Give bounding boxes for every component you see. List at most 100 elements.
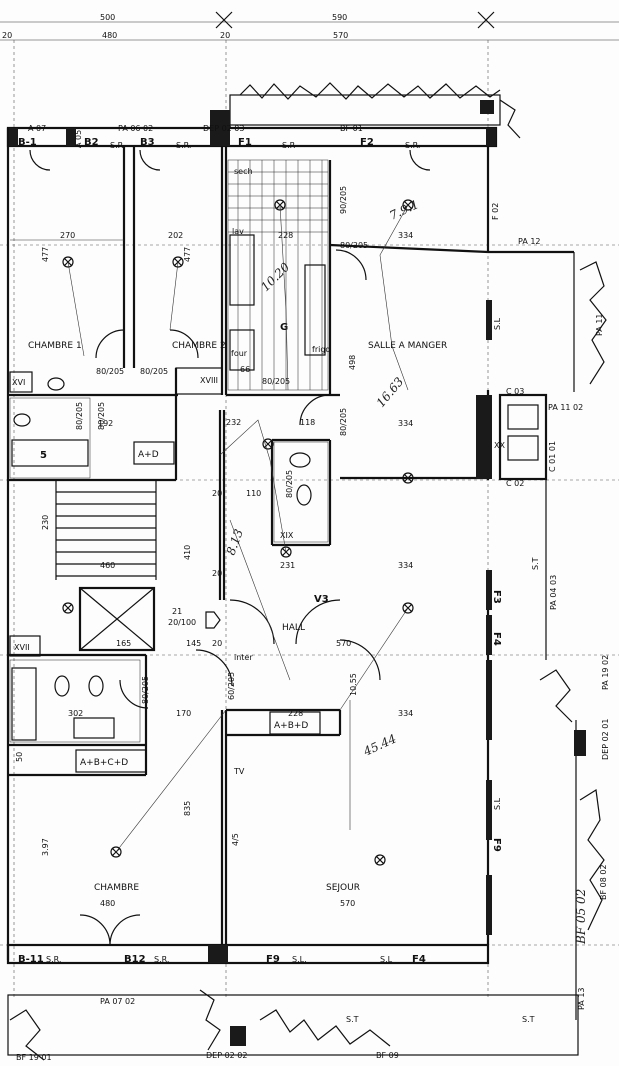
door-k: 80/205 — [97, 402, 106, 430]
dim-477b: 477 — [183, 247, 192, 262]
label-f02: F 02 — [491, 203, 500, 220]
label-st1: S.T — [531, 557, 540, 570]
code-f4-bottom: F4 — [412, 954, 426, 965]
dim-20b: 20 — [212, 569, 222, 578]
dim-590: 590 — [332, 13, 347, 22]
code-f9-bottom: F9 — [266, 954, 280, 965]
label-pa13: PA 13 — [577, 987, 586, 1010]
axis-mark-2 — [477, 11, 495, 29]
dim-202: 202 — [168, 231, 183, 240]
code-b3: B3 — [140, 137, 155, 148]
code-f1: F1 — [238, 137, 252, 148]
code-sl3: S.L. — [292, 955, 307, 964]
dim-410: 410 — [183, 545, 192, 560]
label-tv: TV — [233, 767, 245, 776]
label-f4: F4 — [491, 632, 502, 646]
dim-480: 480 — [102, 31, 117, 40]
code-sl4: S.L — [380, 955, 393, 964]
code-a05: A 05 — [74, 130, 83, 148]
bathroom-lower: XVII A+B+C+D A+B+D — [9, 635, 321, 773]
light-fixture-11 — [262, 438, 274, 450]
dim-231: 231 — [280, 561, 295, 570]
door-j: 80/205 — [285, 470, 294, 498]
dim-460: 460 — [100, 561, 115, 570]
label-bf0502: BF 05 02 — [574, 889, 588, 945]
label-21: 21 — [172, 607, 182, 616]
label-inter: inter — [234, 653, 253, 662]
door-a: 80/205 — [96, 367, 124, 376]
dimensions: 270 202 228 334 334 334 334 477 477 498 … — [10, 231, 413, 908]
label-c02: C 02 — [506, 479, 524, 488]
label-g: G — [280, 322, 288, 333]
dim-570a: 570 — [336, 639, 351, 648]
code-b12: B12 — [124, 954, 146, 965]
room-hall: HALL — [282, 623, 305, 633]
code-f2: F2 — [360, 137, 374, 148]
dim-835: 835 — [183, 801, 192, 816]
label-pa1102: PA 11 02 — [548, 403, 583, 412]
dim-50: 50 — [15, 752, 24, 762]
dim-20a: 20 — [212, 489, 222, 498]
interior-walls — [8, 146, 574, 945]
kitchen-tiles: sech lav four frigo G 66 — [227, 159, 330, 391]
dim-334d: 334 — [398, 709, 413, 718]
wiring — [67, 204, 409, 853]
dim-570b: 570 — [340, 899, 355, 908]
code-bf01: BF 01 — [340, 124, 363, 133]
label-a-d: A+D — [138, 450, 159, 460]
label-st3: S.T — [522, 1015, 535, 1024]
door-f: 80/205 — [339, 408, 348, 436]
label-xix: XIX — [280, 531, 294, 540]
label-sl1: S.L — [493, 317, 502, 330]
label-dep0201: DEP 02 01 — [601, 719, 610, 760]
stair: 21 20/100 — [55, 480, 221, 652]
code-a07: A 07 — [28, 124, 46, 133]
label-bf0802: BF 08 02 — [599, 864, 608, 900]
room-chambre: CHAMBRE — [94, 883, 139, 893]
label-lav: lav — [232, 227, 244, 236]
facade-bottom: B-11 S.R. B12 S.R. F9 S.L. S.L F4 PA 07 … — [7, 954, 579, 1062]
code-sr3: S.R — [282, 141, 296, 150]
dim-232: 232 — [226, 418, 241, 427]
label-xvii: XVII — [14, 643, 30, 652]
label-20-100: 20/100 — [168, 618, 196, 627]
code-b1: B-1 — [18, 137, 37, 148]
right-facade: XX C 03 PA 11 02 C 01 01 C 02 PA 12 F 02… — [476, 203, 610, 1020]
dim-498: 498 — [348, 355, 357, 370]
dim-397: 3.97 — [41, 838, 50, 856]
label-xvi: XVI — [12, 378, 25, 387]
code-sr6: S.R. — [154, 955, 169, 964]
room-salle-a-manger: SALLE A MANGER — [368, 341, 447, 351]
label-f9: F9 — [491, 838, 502, 852]
label-st2: S.T — [346, 1015, 359, 1024]
room-chambre-2: CHAMBRE 2 — [172, 341, 226, 351]
dim-475: 4/5 — [231, 833, 240, 846]
label-5: 5 — [40, 450, 47, 461]
dim-118: 118 — [300, 418, 315, 427]
light-fixture-5 — [402, 472, 414, 484]
code-dep0203: DEP 02 03 — [203, 124, 244, 133]
code-sr2: S.R. — [176, 141, 191, 150]
label-xviii: XVIII — [200, 376, 218, 385]
facade-top: A 07 PA 06 02 DEP 02 03 BF 01 A 05 B-1 B… — [6, 110, 498, 150]
label-pa11: PA 11 — [595, 313, 604, 336]
label-a-b-d: A+B+D — [274, 721, 308, 731]
label-sech: sech — [234, 167, 253, 176]
door-i: 80/205 — [141, 676, 150, 704]
dim-477a: 477 — [41, 247, 50, 262]
room-chambre-1: CHAMBRE 1 — [28, 341, 82, 351]
dim-500: 500 — [100, 13, 115, 22]
dim-228: 228 — [278, 231, 293, 240]
dim-20-left: 20 — [2, 31, 12, 40]
label-a-b-c-d: A+B+C+D — [80, 758, 128, 768]
label-v3: V3 — [314, 594, 329, 605]
label-dep0202: DEP 02 02 — [206, 1051, 247, 1060]
dim-570: 570 — [333, 31, 348, 40]
code-b11: B-11 — [18, 954, 44, 965]
dim-228b: 228 — [288, 709, 303, 718]
dim-480: 480 — [100, 899, 115, 908]
dim-20-mid: 20 — [220, 31, 230, 40]
light-fixture-8 — [62, 602, 74, 614]
door-d: 90/205 — [339, 186, 348, 214]
